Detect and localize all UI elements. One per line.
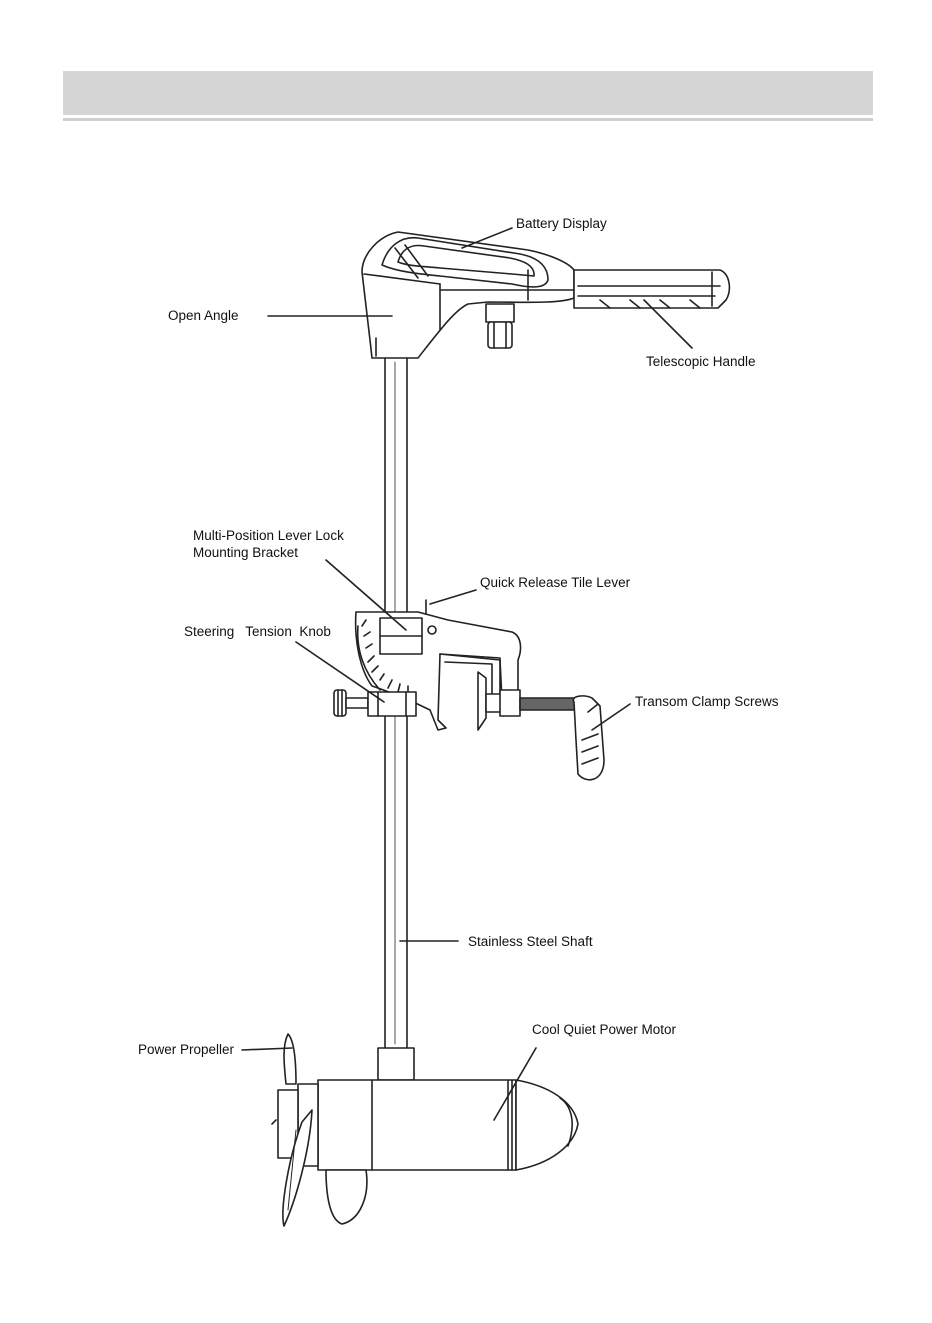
label-propeller: Power Propeller: [138, 1042, 235, 1057]
label-lever-lock-line2: Mounting Bracket: [193, 545, 298, 560]
steering-knob: [334, 690, 416, 716]
label-transom-clamp: Transom Clamp Screws: [635, 694, 779, 709]
label-telescopic-handle: Telescopic Handle: [646, 354, 756, 369]
label-open-angle: Open Angle: [168, 308, 239, 323]
label-motor: Cool Quiet Power Motor: [532, 1022, 677, 1037]
label-steering-knob: Steering Tension Knob: [184, 624, 331, 639]
label-battery-display: Battery Display: [516, 216, 607, 231]
label-shaft: Stainless Steel Shaft: [468, 934, 593, 949]
motor-head: [362, 232, 574, 358]
transom-clamp: [478, 672, 604, 780]
motor-body: [272, 1048, 578, 1224]
label-quick-release: Quick Release Tile Lever: [480, 575, 631, 590]
telescopic-handle: [574, 270, 729, 308]
label-lever-lock-line1: Multi-Position Lever Lock: [193, 528, 344, 543]
leader-lines: [242, 228, 692, 1120]
